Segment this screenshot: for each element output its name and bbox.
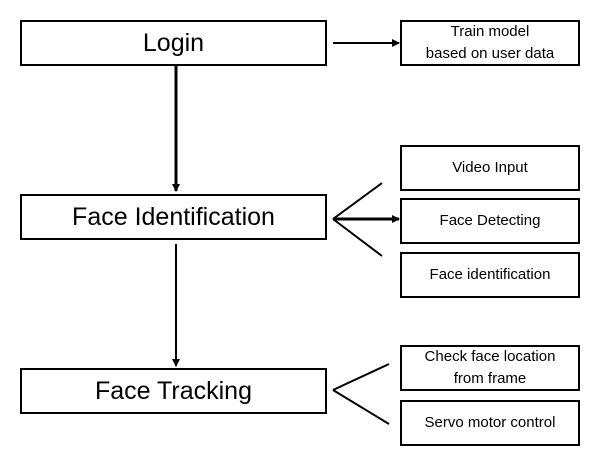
face-detecting-label: Face Detecting — [439, 212, 541, 229]
check-face-location-label-line1: Check face location — [424, 348, 556, 365]
branch-line-servo-control — [332, 389, 390, 425]
check-face-location-box: Check face location from frame — [400, 345, 580, 391]
face-identification-substep-label: Face identification — [429, 266, 551, 283]
branch-line-video-input — [332, 182, 383, 220]
face-identification-label: Face Identification — [72, 202, 275, 231]
video-input-box: Video Input — [400, 145, 580, 191]
branch-line-face-identification — [332, 218, 383, 257]
train-model-label-line2: based on user data — [425, 45, 555, 62]
train-model-label-line1: Train model — [450, 23, 530, 40]
login-box: Login — [20, 20, 327, 66]
branch-line-check-location — [332, 363, 390, 391]
face-identification-box: Face Identification — [20, 194, 327, 240]
video-input-label: Video Input — [452, 159, 528, 176]
face-detecting-box: Face Detecting — [400, 198, 580, 244]
servo-motor-control-box: Servo motor control — [400, 400, 580, 446]
servo-motor-control-label: Servo motor control — [424, 414, 556, 431]
train-model-box: Train model based on user data — [400, 20, 580, 66]
check-face-location-label-line2: from frame — [453, 370, 527, 387]
login-label: Login — [142, 28, 205, 57]
face-tracking-box: Face Tracking — [20, 368, 327, 414]
face-identification-substep-box: Face identification — [400, 252, 580, 298]
face-tracking-label: Face Tracking — [94, 376, 252, 405]
